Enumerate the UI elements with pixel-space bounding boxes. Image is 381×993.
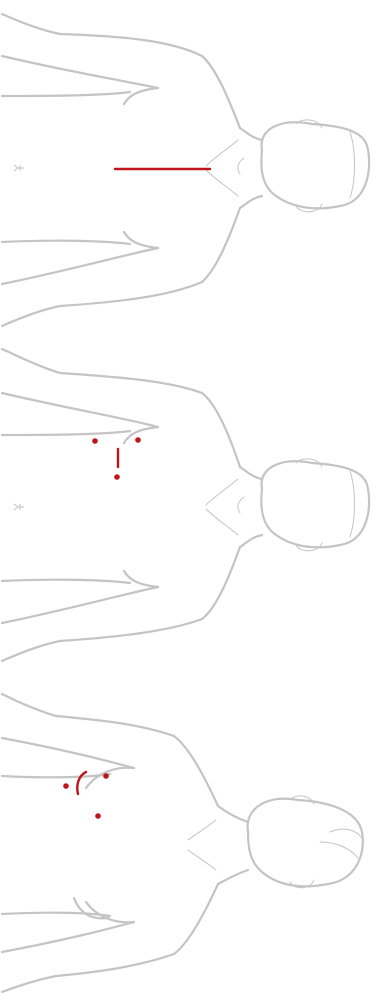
arm-upper-outer <box>2 694 174 736</box>
arm-upper-outer <box>2 349 202 393</box>
collar-line-upper <box>206 479 238 505</box>
port-dot-3 <box>95 813 101 819</box>
arm-lower-inner2 <box>2 922 134 952</box>
neck-upper <box>240 128 262 140</box>
arm-upper-inner <box>2 92 130 96</box>
port-dot-3 <box>114 474 120 480</box>
shoulder-lower <box>174 884 218 954</box>
breast-lower <box>86 902 134 922</box>
arm-lower-outer <box>2 282 202 326</box>
armpit-upper <box>124 88 158 104</box>
sternum-notch <box>238 158 244 174</box>
neck-lower <box>240 196 262 208</box>
collar-line-lower <box>188 850 216 870</box>
shoulder-upper <box>174 736 218 806</box>
arm-lower-inner2 <box>2 587 158 623</box>
collar-line-upper <box>188 820 216 840</box>
neck-upper <box>240 467 262 479</box>
arm-upper-inner2 <box>2 393 158 427</box>
male-torso-sternotomy-figure <box>0 0 381 331</box>
collar-line-upper <box>206 140 238 166</box>
neck-lower <box>240 535 262 547</box>
arm-lower-inner <box>2 241 130 244</box>
minimally-invasive-incision <box>92 437 141 480</box>
male-torso-minimally-invasive-figure <box>0 331 381 662</box>
head-outline <box>261 461 369 547</box>
female-torso-minimally-invasive-figure <box>0 662 381 993</box>
arm-upper-outer <box>2 14 202 56</box>
armpit-lower <box>124 232 158 248</box>
shoulder-lower <box>202 208 240 282</box>
hair-line <box>350 132 355 198</box>
male-body-outline-2 <box>2 349 369 661</box>
head-outline <box>248 799 363 887</box>
arm-lower-outer <box>2 619 202 661</box>
arm-upper-inner <box>2 774 110 777</box>
navel-2 <box>14 504 24 510</box>
collar-line-lower <box>206 509 238 535</box>
shoulder-upper <box>202 56 240 128</box>
armpit-upper <box>124 427 158 443</box>
neck-lower <box>218 870 248 884</box>
collar-line-lower <box>206 170 238 196</box>
curved-incision-arc <box>77 772 86 794</box>
arm-lower-inner <box>2 913 110 916</box>
port-dot-1 <box>92 438 98 444</box>
male-torso-sternotomy-drawing <box>0 0 381 331</box>
port-dot-1 <box>63 783 69 789</box>
arm-lower-inner <box>2 580 130 583</box>
hair-strand-2 <box>320 842 358 858</box>
navel <box>14 165 24 171</box>
shoulder-lower <box>202 547 240 619</box>
port-dot-2 <box>135 437 141 443</box>
arm-upper-inner2 <box>2 738 134 768</box>
female-torso-minimally-invasive-drawing <box>0 662 381 993</box>
hair-strand-1 <box>330 829 362 838</box>
breast-upper <box>86 768 134 788</box>
neck-upper <box>218 806 248 822</box>
port-dot-2 <box>103 773 109 779</box>
arm-lower-outer <box>2 954 174 992</box>
arm-lower-inner2 <box>2 248 158 284</box>
sternum-notch <box>238 497 244 513</box>
arm-upper-inner2 <box>2 56 158 88</box>
arm-upper-inner <box>2 431 130 435</box>
curved-incision <box>63 772 109 819</box>
hair-line <box>350 471 355 537</box>
head-outline <box>261 122 369 208</box>
female-body-outline <box>2 694 363 992</box>
shoulder-upper <box>202 393 240 467</box>
male-torso-minimally-invasive-drawing <box>0 331 381 662</box>
armpit-lower <box>124 571 158 587</box>
